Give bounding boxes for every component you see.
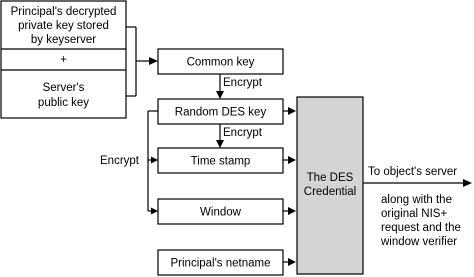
private-key-line-2: private key stored — [18, 20, 109, 32]
common-to-des-connector: Encrypt — [216, 74, 263, 99]
time-stamp-box: Time stamp — [157, 147, 284, 174]
common-key-label: Common key — [187, 57, 255, 69]
netname-label: Principal's netname — [171, 258, 271, 270]
key-source-box: Principal's decrypted private key stored… — [0, 0, 127, 119]
arrow-left-to-window — [151, 207, 158, 215]
des-to-timestamp-connector: Encrypt — [216, 124, 263, 148]
credential-label-line-2: Credential — [304, 186, 356, 198]
window-label: Window — [200, 207, 242, 219]
arrow-to-time-stamp — [216, 140, 224, 148]
plus-sign: + — [60, 54, 67, 66]
private-key-line-3: by keyserver — [31, 34, 96, 46]
credential-label-line-1: The DES — [307, 172, 354, 184]
credential-input-arrows — [283, 107, 296, 266]
netname-box: Principal's netname — [157, 249, 284, 276]
arrow-time-stamp-to-credential — [288, 156, 296, 164]
output-connector: To object's server along with the origin… — [363, 166, 472, 248]
arrow-to-random-des-key — [216, 91, 224, 99]
output-note-line-1: along with the — [381, 194, 452, 206]
random-des-key-box: Random DES key — [157, 98, 284, 125]
random-des-key-label: Random DES key — [175, 107, 267, 119]
common-key-box: Common key — [157, 48, 284, 75]
output-note-line-2: original NIS+ — [381, 208, 447, 220]
encrypt-label-des: Encrypt — [223, 127, 263, 139]
public-key-line-2: public key — [38, 97, 89, 109]
key-source-connector — [126, 26, 158, 97]
arrow-des-key-to-credential — [288, 107, 296, 115]
destination-label: To object's server — [368, 166, 457, 178]
public-key-line-1: Server's — [43, 82, 85, 94]
encrypt-label-common: Encrypt — [223, 77, 263, 89]
arrow-netname-to-credential — [288, 258, 296, 266]
output-note-line-4: window verifier — [380, 236, 457, 248]
arrow-to-object-server — [463, 179, 472, 187]
encrypt-label-left: Encrypt — [100, 155, 140, 167]
des-credential-box: The DES Credential — [296, 96, 364, 275]
left-encrypt-connector: Encrypt — [100, 110, 158, 215]
arrow-to-common-key — [149, 57, 158, 65]
time-stamp-label: Time stamp — [191, 156, 251, 168]
output-note-line-3: request and the — [381, 222, 461, 234]
window-box: Window — [157, 198, 284, 225]
arrow-left-to-time-stamp — [151, 156, 158, 164]
private-key-line-1: Principal's decrypted — [11, 6, 117, 18]
arrow-window-to-credential — [288, 207, 296, 215]
